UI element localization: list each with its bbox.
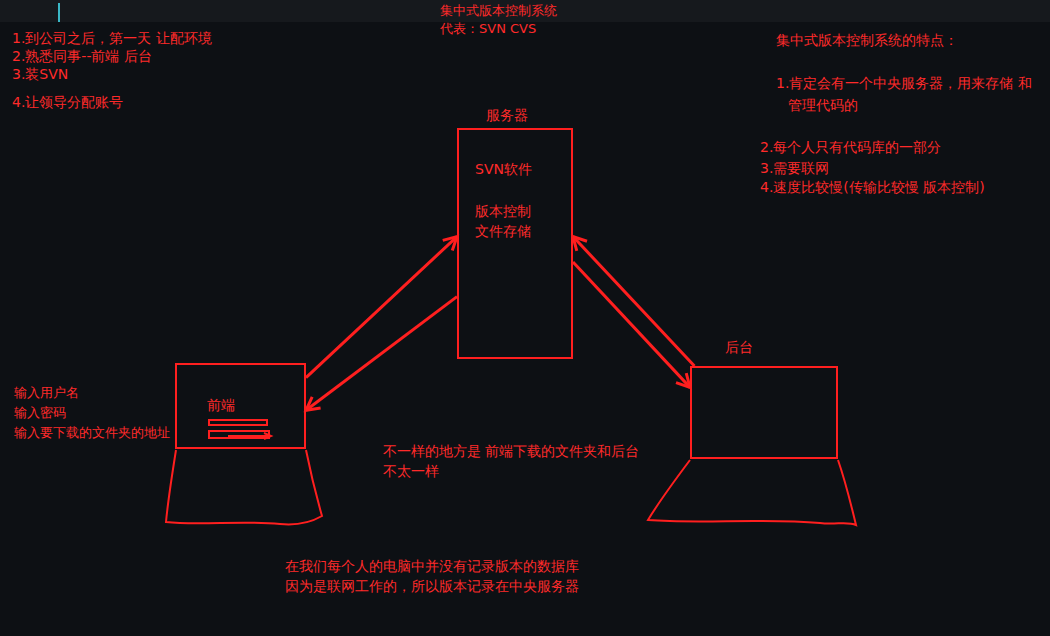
laptop-base (648, 460, 856, 525)
note-text: 集中式版本控制系统的特点： (776, 31, 958, 49)
arrow-head (676, 373, 690, 387)
note-text: 输入密码 (14, 404, 66, 422)
diagram-title: 集中式版本控制系统 (440, 3, 557, 19)
note-text: 3.装SVN (12, 65, 68, 83)
note-text: 4.让领导分配账号 (12, 93, 123, 111)
node-text: 前端 (207, 396, 235, 414)
input-field (209, 431, 269, 438)
connector-line (306, 237, 457, 378)
node-text: 版本控制 (475, 202, 531, 220)
arrow-head (306, 397, 321, 410)
arrow-head (443, 237, 457, 251)
backend-screen: 后台 (690, 366, 838, 459)
connector-line (573, 237, 694, 366)
connector-line (573, 262, 690, 387)
note-text: 4.速度比较慢(传输比较慢 版本控制) (760, 178, 985, 196)
input-arrow (228, 435, 270, 437)
top-bar (0, 0, 1050, 22)
text-cursor (58, 3, 60, 22)
note-text: 代表：SVN CVS (440, 21, 536, 37)
note-text: 1.到公司之后，第一天 让配环境 (12, 29, 212, 47)
input-arrow-head (264, 433, 271, 439)
note-text: 2.每个人只有代码库的一部分 (760, 138, 941, 156)
connector (573, 237, 694, 366)
input-field (209, 420, 267, 425)
arrow-head (573, 237, 587, 251)
note-text: 2.熟悉同事--前端 后台 (12, 47, 152, 65)
node-text: SVN软件 (475, 160, 532, 178)
note-text: 输入要下载的文件夹的地址 (14, 424, 170, 442)
connector (306, 237, 457, 378)
connector-line (306, 297, 457, 411)
note-text: 1.肯定会有一个中央服务器，用来存储 和管理代码的 (776, 72, 1038, 116)
connector (306, 297, 457, 411)
note-text: 3.需要联网 (760, 159, 829, 177)
node-text: 文件存储 (475, 222, 531, 240)
note-text: 不一样的地方是 前端下载的文件夹和后台 不太一样 (383, 441, 645, 481)
note-text: 输入用户名 (14, 384, 79, 402)
node-heading: 后台 (725, 338, 753, 356)
laptop-base (166, 450, 322, 524)
server-box: 服务器SVN软件版本控制文件存储 (457, 128, 573, 359)
node-heading: 服务器 (486, 106, 528, 124)
connector (573, 262, 690, 387)
frontend-screen: 前端 (175, 363, 306, 449)
note-text: 在我们每个人的电脑中并没有记录版本的数据库 因为是联网工作的，所以版本记录在中央… (285, 556, 585, 596)
